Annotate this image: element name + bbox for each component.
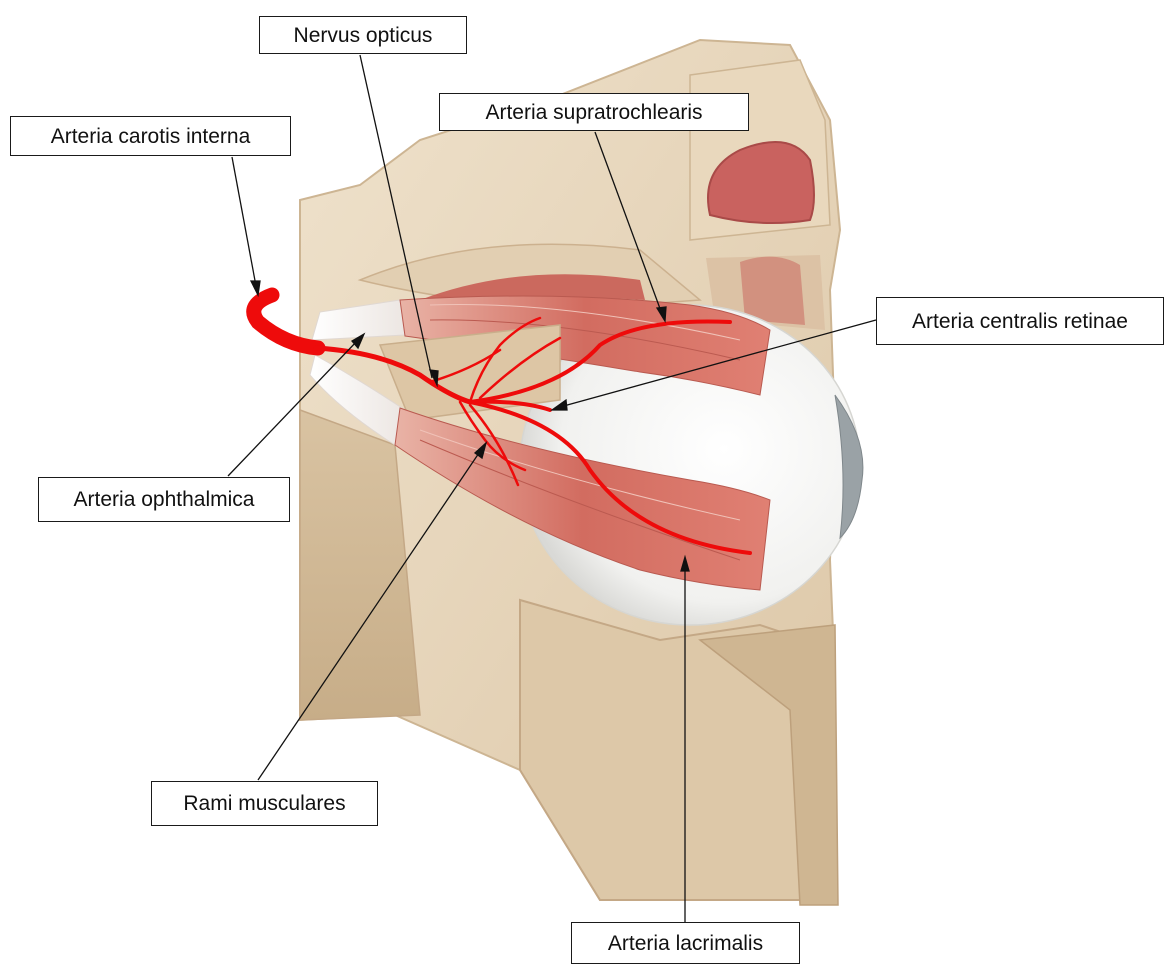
label-arteria-centralis-retinae: Arteria centralis retinae — [876, 297, 1164, 345]
label-arteria-supratrochlearis: Arteria supratrochlearis — [439, 93, 749, 131]
label-arteria-lacrimalis: Arteria lacrimalis — [571, 922, 800, 964]
label-rami-musculares: Rami musculares — [151, 781, 378, 826]
label-nervus-opticus: Nervus opticus — [259, 16, 467, 54]
label-arteria-ophthalmica: Arteria ophthalmica — [38, 477, 290, 522]
label-arteria-carotis-interna: Arteria carotis interna — [10, 116, 291, 156]
leader-arteria-carotis-interna — [232, 157, 256, 286]
arrowhead-arteria-carotis-interna — [251, 281, 260, 295]
